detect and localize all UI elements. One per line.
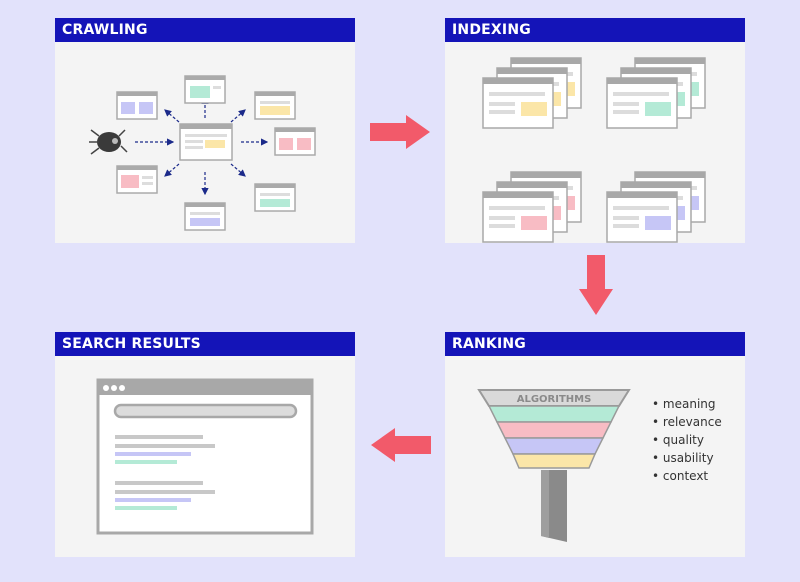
- browser-window-icon: [606, 191, 678, 243]
- browser-window-icon: [482, 77, 554, 129]
- arrow-left-icon: [371, 428, 431, 462]
- funnel-label: ALGORITHMS: [517, 394, 592, 405]
- ranking-panel: RANKING ALGORITHMS: [445, 332, 745, 557]
- browser-window-icon: [274, 127, 316, 156]
- browser-window-icon: [179, 123, 233, 161]
- crawling-panel: CRAWLING: [55, 18, 355, 243]
- criteria-item: • meaning: [652, 397, 716, 411]
- search-results-panel: SEARCH RESULTS: [55, 332, 355, 557]
- criteria-item: • usability: [652, 451, 714, 465]
- arrow-right-icon: [370, 115, 430, 149]
- crawling-illustration: [55, 42, 355, 243]
- criteria-item: • relevance: [652, 415, 722, 429]
- browser-window-icon: [482, 191, 554, 243]
- funnel-icon: [477, 389, 631, 542]
- browser-window-icon: [254, 91, 296, 120]
- browser-window-icon: [184, 202, 226, 231]
- crawl-arrows: [135, 96, 269, 196]
- indexing-illustration: [445, 42, 745, 243]
- browser-window-icon: [96, 378, 314, 535]
- ranking-title: RANKING: [445, 332, 745, 356]
- browser-window-icon: [606, 77, 678, 129]
- arrow-down-icon: [579, 255, 613, 315]
- indexing-title: INDEXING: [445, 18, 745, 42]
- browser-window-icon: [254, 183, 296, 212]
- criteria-item: • quality: [652, 433, 704, 447]
- ranking-illustration: ALGORITHMS: [445, 356, 745, 557]
- search-bar: [113, 403, 298, 419]
- search-results-title: SEARCH RESULTS: [55, 332, 355, 356]
- spider-icon: [89, 129, 128, 155]
- ranking-criteria-list: • meaning • relevance • quality • usabil…: [652, 395, 722, 485]
- criteria-item: • context: [652, 469, 709, 483]
- crawling-title: CRAWLING: [55, 18, 355, 42]
- search-results-illustration: [55, 356, 355, 557]
- indexing-panel: INDEXING: [445, 18, 745, 243]
- browser-window-icon: [116, 91, 158, 120]
- browser-window-icon: [184, 75, 226, 104]
- browser-window-icon: [116, 165, 158, 194]
